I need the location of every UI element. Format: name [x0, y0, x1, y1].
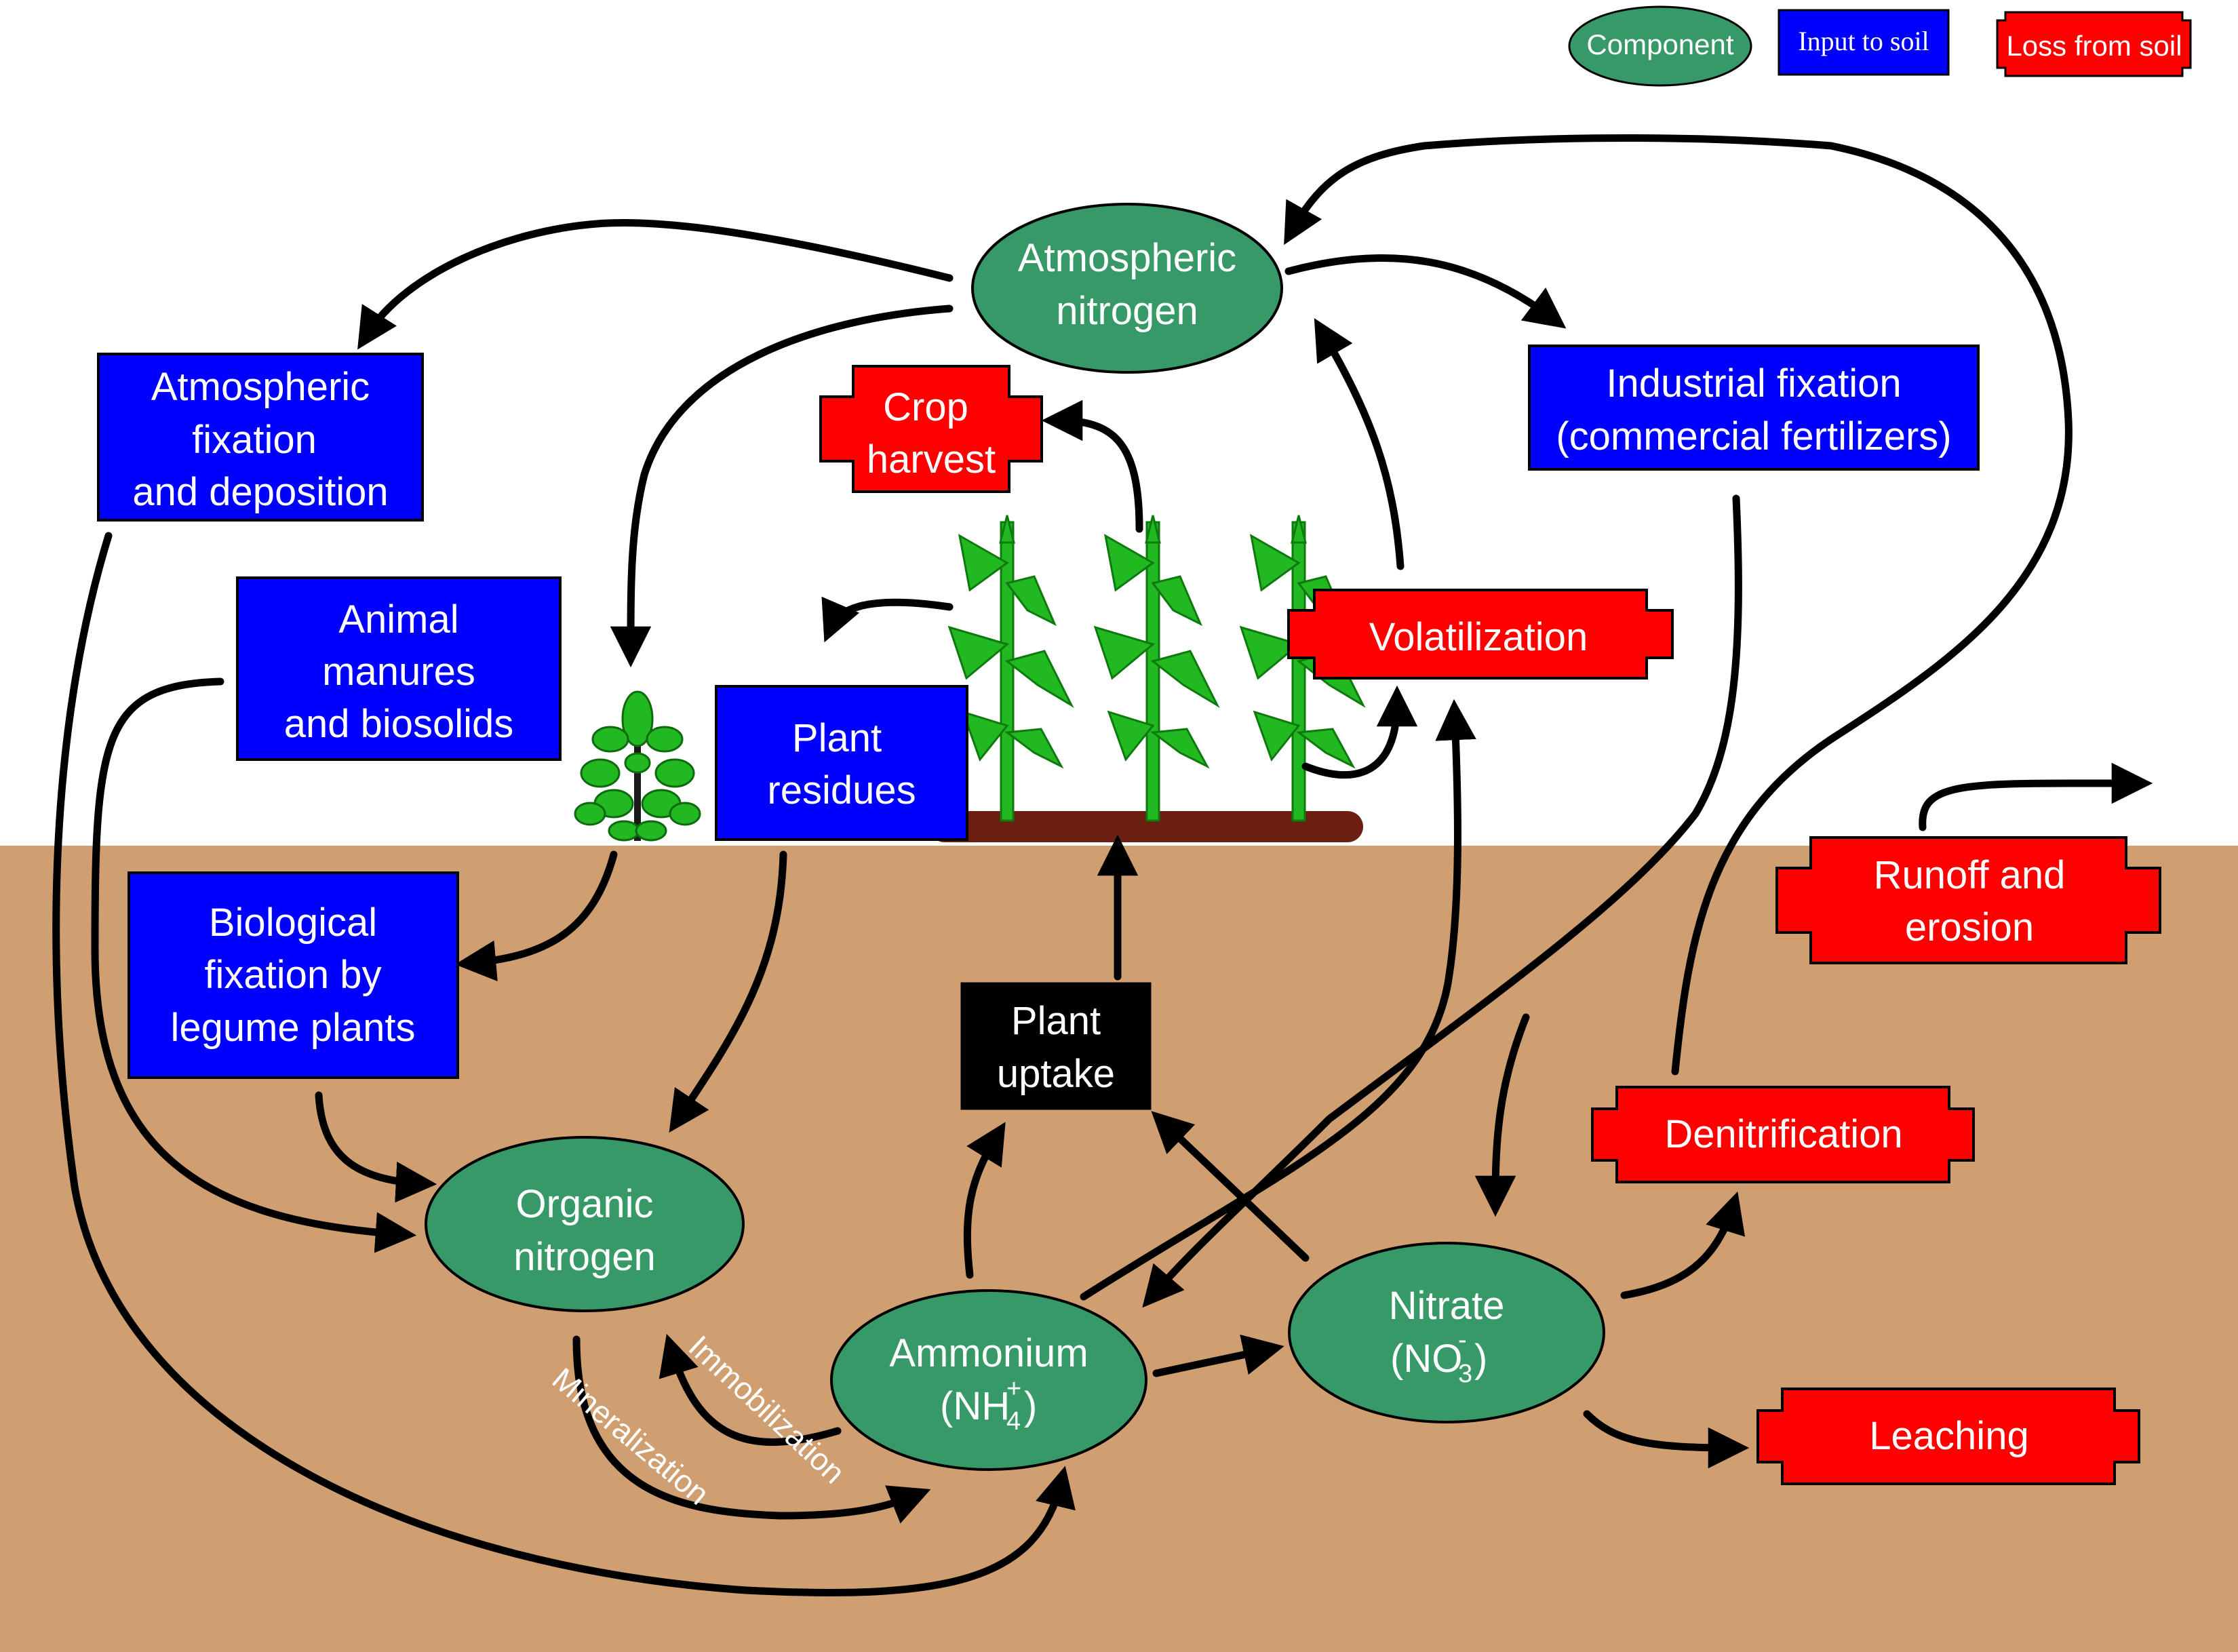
arrow-manures-to-organic: [91, 677, 417, 1253]
svg-text:Atmospheric: Atmospheric: [151, 365, 370, 409]
svg-text:Runoff and: Runoff and: [1874, 853, 2066, 897]
arrow-biological-to-organic: [315, 1091, 437, 1203]
svg-text:Nitrate: Nitrate: [1389, 1284, 1505, 1328]
loss-crop-harvest: Crop harvest: [819, 365, 1043, 493]
svg-text:uptake: uptake: [997, 1052, 1115, 1096]
svg-text:(commercial fertilizers): (commercial fertilizers): [1556, 414, 1951, 458]
svg-text:manures: manures: [322, 650, 475, 694]
input-animal-manures: Animal manures and biosolids: [236, 576, 562, 761]
svg-text:and biosolids: and biosolids: [284, 702, 514, 746]
svg-text:Loss from soil: Loss from soil: [2006, 30, 2182, 62]
arrow-atmos-to-industrial: [1284, 254, 1567, 329]
svg-text:Crop: Crop: [883, 385, 968, 429]
svg-text:Component: Component: [1586, 28, 1733, 60]
arrow-corn-to-crop-harvest: [1041, 399, 1143, 533]
residue-bar: [929, 811, 1363, 842]
arrow-ammonium-to-volatilization: [1080, 699, 1476, 1301]
legend-loss: Loss from soil: [1996, 11, 2192, 77]
svg-text:Ammonium: Ammonium: [889, 1331, 1088, 1375]
svg-text:): ): [1024, 1384, 1037, 1428]
component-atmospheric-nitrogen: Atmospheric nitrogen: [971, 203, 1283, 374]
arrow-atmos-fixation-to-ammonium: [52, 532, 1076, 1596]
svg-text:harvest: harvest: [867, 437, 996, 481]
arrow-residues-to-organic: [669, 850, 787, 1133]
svg-text:residues: residues: [767, 768, 916, 812]
arrow-denitrification-to-atmos: [1284, 134, 2073, 1076]
input-industrial-fixation: Industrial fixation (commercial fertiliz…: [1528, 345, 1980, 471]
svg-text:legume plants: legume plants: [170, 1006, 415, 1050]
arrow-corn-to-residues: [821, 596, 954, 643]
arrow-ammonium-to-nitrate: [1152, 1334, 1284, 1377]
arrow-ammonium-to-organic-immobilization: [659, 1333, 842, 1446]
arrow-corn-to-volatilization: [1301, 685, 1418, 779]
loss-volatilization: Volatilization: [1287, 589, 1674, 680]
svg-text:Plant: Plant: [792, 716, 882, 760]
component-nitrate: Nitrate (NO - 3 ): [1288, 1242, 1605, 1423]
svg-text:nitrogen: nitrogen: [513, 1235, 656, 1279]
arrow-industrial-to-ammonium: [1142, 494, 1742, 1308]
input-biological-fixation: Biological fixation by legume plants: [127, 871, 459, 1079]
svg-text:nitrogen: nitrogen: [1056, 289, 1198, 333]
arrow-ammonium-to-uptake: [963, 1122, 1006, 1279]
input-atmospheric-fixation: Atmospheric fixation and deposition: [97, 353, 424, 522]
svg-text:Atmospheric: Atmospheric: [1018, 236, 1236, 280]
legend-input: Input to soil: [1778, 9, 1950, 76]
svg-text:Animal: Animal: [338, 597, 458, 642]
component-ammonium: Ammonium (NH + 4 ): [830, 1289, 1147, 1471]
svg-text:Biological: Biological: [209, 901, 377, 945]
svg-text:+: +: [1006, 1375, 1021, 1403]
arrow-nitrate-to-leaching: [1583, 1410, 1750, 1469]
arrow-atmos-to-atmos-fixation: [357, 219, 954, 350]
flow-arrows: [52, 134, 2153, 1596]
svg-text:): ): [1474, 1337, 1487, 1381]
svg-text:Volatilization: Volatilization: [1369, 615, 1588, 659]
svg-text:4: 4: [1006, 1407, 1021, 1436]
svg-text:Input to soil: Input to soil: [1798, 26, 1929, 56]
svg-text:(NO: (NO: [1390, 1337, 1462, 1381]
legend: Component Input to soil Loss from soil: [1568, 5, 2192, 87]
svg-text:Plant: Plant: [1011, 999, 1101, 1043]
plant-uptake-box: Plant uptake: [960, 982, 1152, 1110]
arrow-industrial-to-nitrate: [1474, 1013, 1530, 1217]
arrow-volatilization-to-atmos: [1314, 318, 1405, 570]
arrow-organic-to-ammonium-mineralization: [572, 1335, 931, 1524]
svg-text:(NH: (NH: [940, 1384, 1010, 1428]
svg-text:Denitrification: Denitrification: [1664, 1112, 1902, 1156]
loss-leaching: Leaching: [1756, 1388, 2140, 1485]
arrow-atmos-to-legume: [610, 304, 954, 668]
svg-text:3: 3: [1458, 1360, 1472, 1388]
component-organic-nitrogen: Organic nitrogen: [425, 1136, 745, 1312]
loss-denitrification: Denitrification: [1591, 1086, 1975, 1183]
svg-text:fixation: fixation: [192, 418, 317, 462]
legume-plant-icon: [574, 690, 701, 842]
svg-text:Industrial fixation: Industrial fixation: [1606, 361, 1901, 406]
arrow-runoff-outflow: [1919, 762, 2153, 831]
loss-runoff-erosion: Runoff and erosion: [1775, 836, 2161, 964]
arrow-nitrate-to-denitrification: [1620, 1191, 1746, 1299]
svg-text:-: -: [1458, 1326, 1467, 1354]
svg-text:erosion: erosion: [1905, 905, 2034, 949]
arrow-nitrate-to-uptake: [1151, 1111, 1310, 1262]
corn-plant-icon: [947, 515, 1366, 822]
svg-text:fixation by: fixation by: [204, 953, 381, 997]
arrow-legume-to-biological: [454, 850, 618, 981]
svg-text:Organic: Organic: [515, 1182, 653, 1226]
legend-component: Component: [1568, 5, 1752, 87]
svg-text:Leaching: Leaching: [1869, 1414, 2028, 1458]
input-plant-residues: Plant residues: [715, 685, 968, 841]
svg-text:and deposition: and deposition: [132, 470, 388, 514]
